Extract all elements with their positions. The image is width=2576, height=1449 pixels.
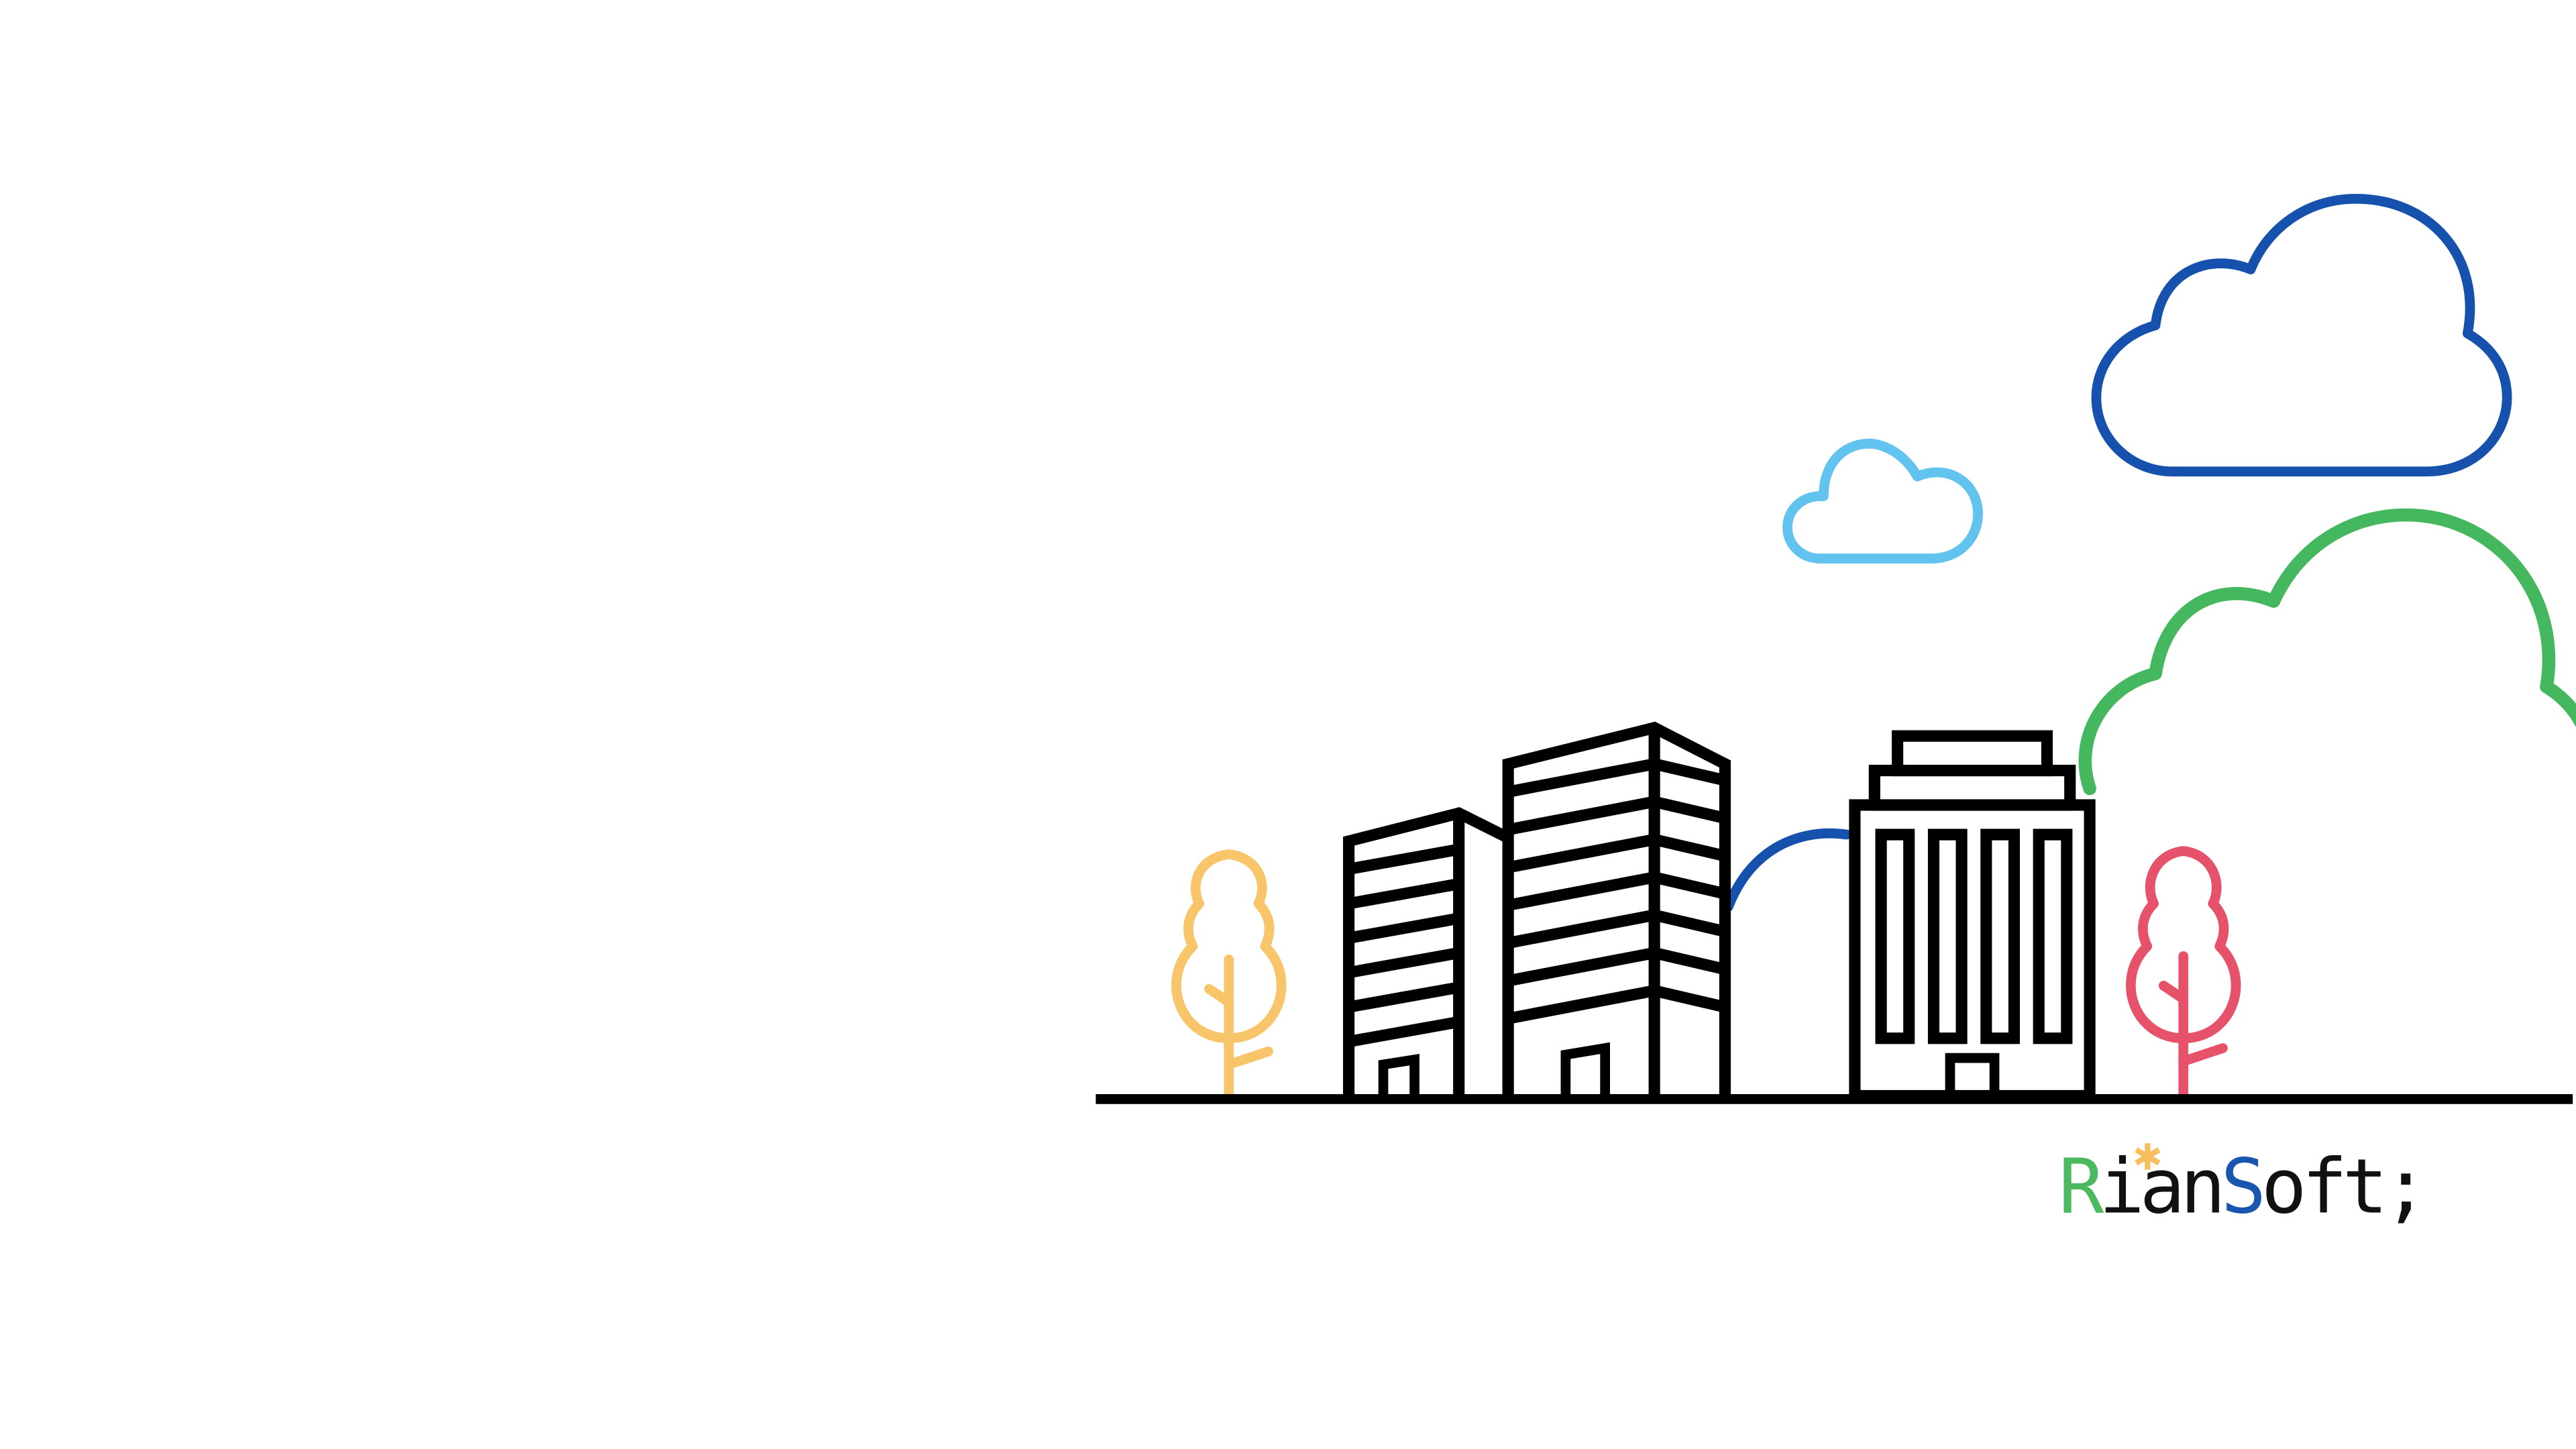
green-cloud-icon (2078, 508, 2576, 796)
window-stripe (1653, 796, 1727, 824)
yellow-tree-icon (1171, 849, 1287, 1103)
logo-letter: a (2140, 1142, 2180, 1230)
building-icon (1502, 721, 1731, 1096)
window-stripe (1507, 796, 1656, 836)
window-stripe (1653, 871, 1727, 900)
window-stripe (1653, 947, 1727, 975)
window-stripe (1348, 981, 1460, 1013)
window-stripe (1653, 985, 1727, 1013)
dark-blue-cloud-icon (2091, 193, 2512, 477)
window-stripe (1653, 758, 1727, 786)
window-stripe (1653, 909, 1727, 937)
window-stripe (1507, 947, 1656, 987)
window-stripe (1348, 878, 1460, 910)
window-stripe (1348, 1016, 1460, 1048)
window-stripe (1653, 834, 1727, 862)
window-stripe (1507, 909, 1656, 949)
light-blue-cloud-icon (1782, 438, 1983, 564)
logo-letter: t (2343, 1142, 2383, 1230)
logo-star-icon: ✱ (2133, 1136, 2163, 1179)
window-stripe (1507, 758, 1656, 798)
window-stripe (1348, 947, 1460, 979)
window-stripe (1507, 834, 1656, 873)
logo-letter: n (2180, 1142, 2220, 1230)
red-tree-icon (2125, 846, 2241, 1103)
building-icon (1849, 730, 2096, 1102)
window-stripe (1507, 871, 1656, 911)
riansoft-logo: RianSoft; ✱ (2059, 1136, 2429, 1231)
window-stripe (1348, 912, 1460, 944)
window-stripe (1348, 843, 1460, 875)
building-icon (1343, 807, 1514, 1096)
window-stripe (1507, 985, 1656, 1024)
logo-letter: i (2099, 1142, 2140, 1230)
logo-letter: o (2261, 1142, 2302, 1230)
dark-blue-cloud-fragment (1723, 828, 1851, 912)
logo-text: RianSoft; (2059, 1142, 2424, 1230)
logo-letter: R (2059, 1142, 2104, 1230)
logo-letter: ; (2383, 1142, 2423, 1230)
logo-letter: f (2302, 1142, 2342, 1230)
logo-letter: S (2220, 1142, 2261, 1230)
